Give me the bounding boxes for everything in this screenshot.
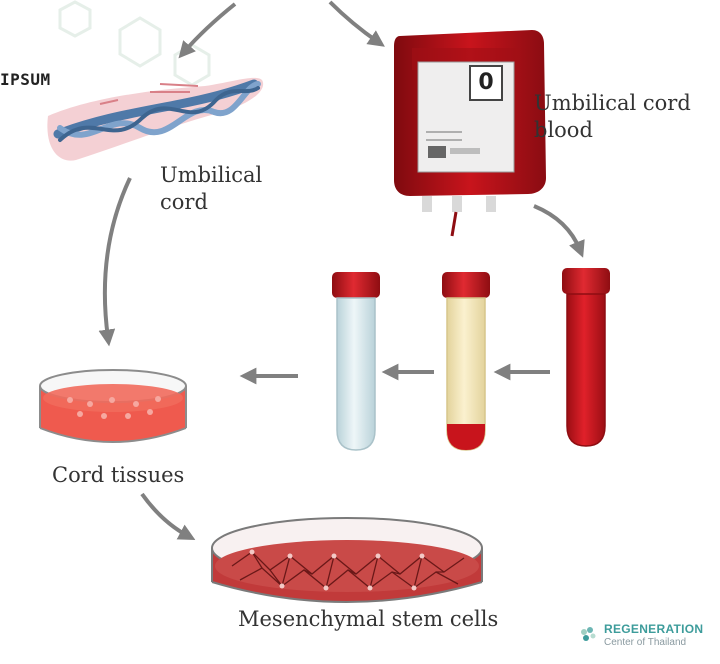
blood-bag xyxy=(394,30,546,237)
background-hexagons xyxy=(58,0,211,87)
cord-blood-label: Umbilical cord blood xyxy=(534,90,691,144)
logo-subtitle: Center of Thailand xyxy=(604,637,687,648)
logo-title: REGENERATION xyxy=(604,622,704,636)
cord-tissues-label: Cord tissues xyxy=(52,463,185,487)
stem-cells-dish xyxy=(211,517,483,603)
stem-cells-label: Mesenchymal stem cells xyxy=(238,607,499,631)
test-tube-blood xyxy=(562,268,610,447)
corner-text: IPSUM xyxy=(0,70,51,89)
logo-mark-icon xyxy=(581,627,596,641)
cord-blood-label-line1: Umbilical cord xyxy=(534,91,691,115)
umbilical-cord-label: Umbilical cord xyxy=(160,162,262,216)
arrow-cord-to-dish xyxy=(98,177,132,347)
umbilical-cord-illustration xyxy=(47,77,264,161)
regeneration-logo: REGENERATION Center of Thailand xyxy=(578,620,718,652)
arrow-to-umbilical-cord xyxy=(178,2,237,59)
umbilical-cord-label-line1: Umbilical xyxy=(160,163,263,187)
cord-tissues-dish xyxy=(39,369,187,443)
test-tube-plasma xyxy=(442,272,490,451)
blood-bag-mark: 0 xyxy=(478,70,494,95)
arrow-bag-to-tube xyxy=(533,204,585,258)
arrow-tissues-to-stem-cells xyxy=(140,492,196,540)
arrow-to-blood-bag xyxy=(328,0,385,47)
test-tube-clear xyxy=(332,272,380,451)
cord-blood-label-line2: blood xyxy=(534,118,593,142)
umbilical-cord-label-line2: cord xyxy=(160,190,208,214)
